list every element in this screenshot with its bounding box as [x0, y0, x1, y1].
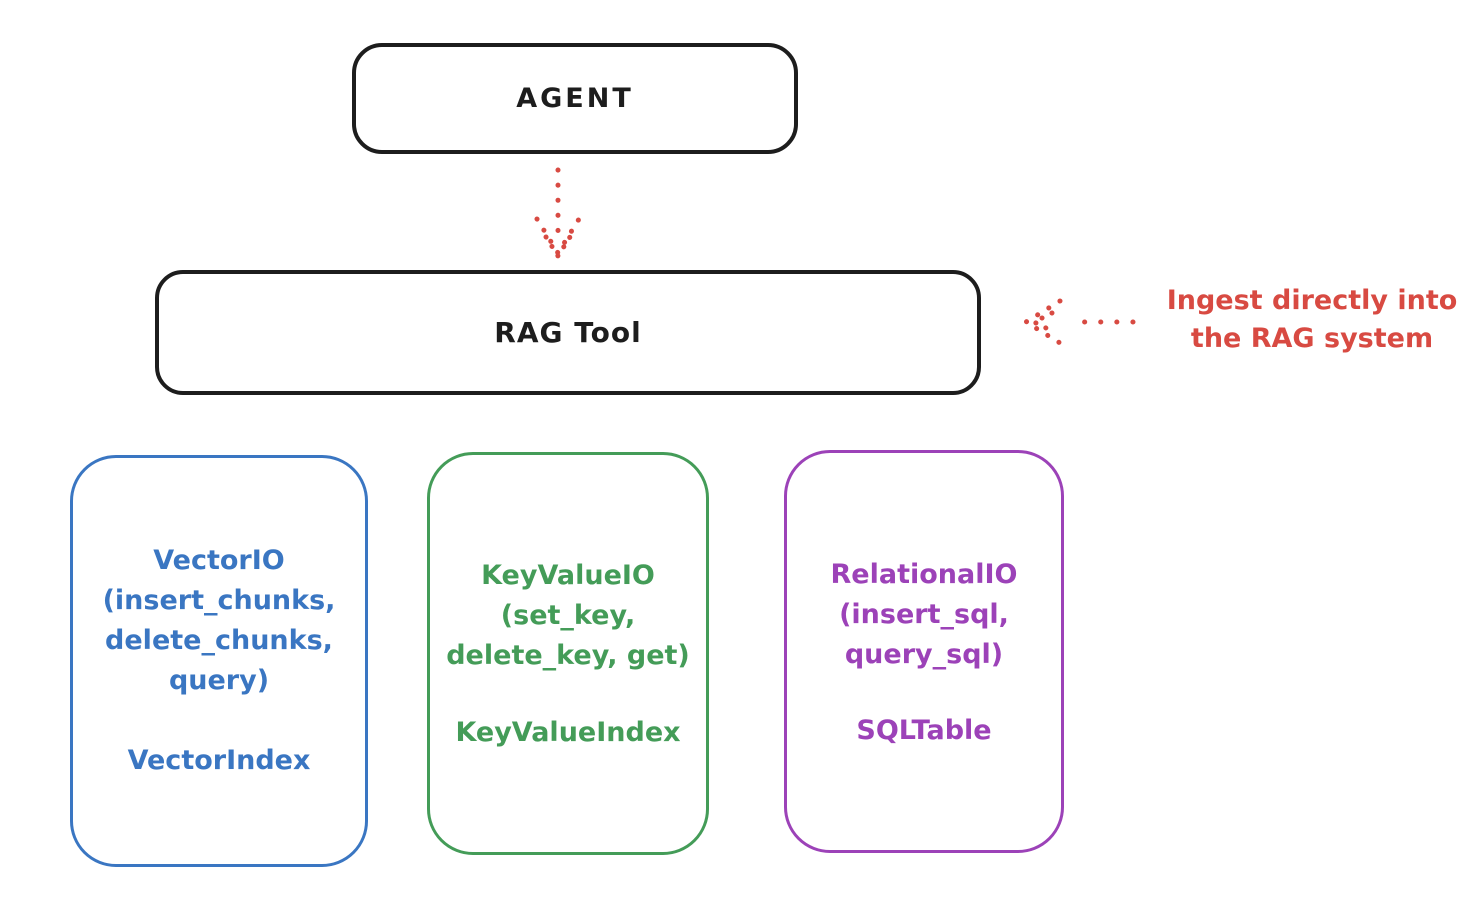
agent-to-ragtool-dotted-arrow-icon	[534, 167, 582, 261]
keyvalue-io-node: KeyValueIO (set_key, delete_key, get) Ke…	[427, 452, 709, 855]
vector-index-label: VectorIndex	[127, 745, 311, 776]
relational-io-text: RelationalIO (insert_sql, query_sql)	[830, 559, 1018, 670]
annotation-ingest-note: Ingest directly into the RAG system	[1166, 285, 1458, 354]
agent-label: AGENT	[516, 83, 634, 114]
keyvalue-io-text: KeyValueIO (set_key, delete_key, get)	[446, 560, 690, 671]
vector-io-node: VectorIO (insert_chunks, delete_chunks, …	[70, 455, 368, 867]
rag-tool-label: RAG Tool	[494, 316, 642, 349]
agent-node: AGENT	[352, 43, 798, 154]
relational-io-node: RelationalIO (insert_sql, query_sql) SQL…	[784, 450, 1064, 853]
vector-io-text: VectorIO (insert_chunks, delete_chunks, …	[102, 545, 336, 696]
annotation-to-ragtool-dotted-arrow-icon	[1021, 298, 1136, 346]
keyvalue-index-label: KeyValueIndex	[455, 717, 681, 748]
relational-index-label: SQLTable	[856, 715, 992, 746]
rag-tool-node: RAG Tool	[155, 270, 981, 395]
